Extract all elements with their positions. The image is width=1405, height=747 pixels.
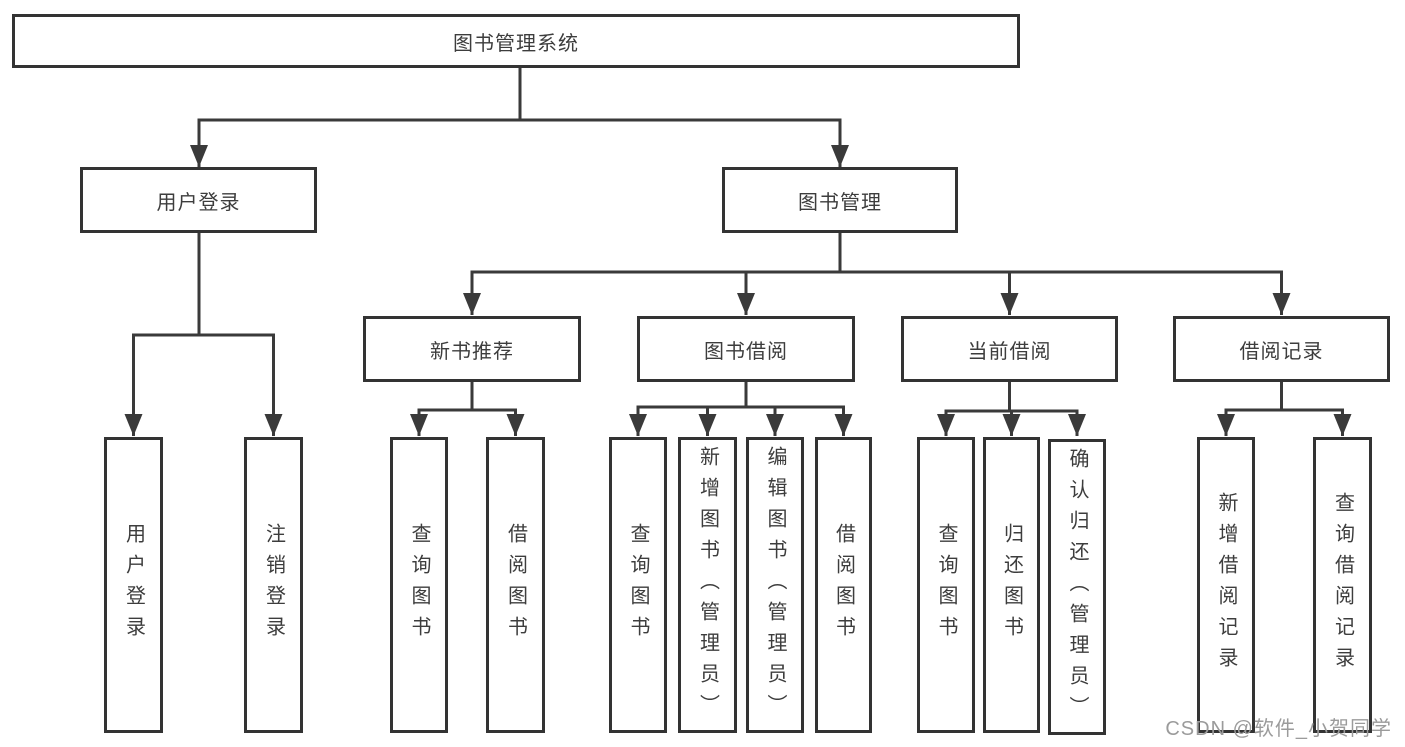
arrowhead [1272, 293, 1291, 315]
leaf-rec-borrow-books-label: 借阅图书 [504, 523, 527, 647]
leaf-rec-query-books-label: 查询图书 [408, 523, 430, 647]
arrowhead [766, 414, 784, 436]
leaf-rec-query-books: 查询图书 [390, 437, 448, 733]
arrowhead [190, 145, 208, 167]
connector-records-split [1224, 408, 1344, 436]
leaf-br-add-record: 新增借阅记录 [1197, 437, 1255, 733]
leaf-br-add-record-label: 新增借阅记录 [1215, 492, 1237, 678]
node-root-label: 图书管理系统 [453, 32, 579, 55]
leaf-bb-add-books-admin: 新增图书（管理员） [678, 437, 737, 733]
leaf-rec-borrow-books: 借阅图书 [486, 437, 545, 733]
node-user-login-branch-label: 用户登录 [156, 191, 241, 214]
node-user-login-branch: 用户登录 [80, 167, 317, 233]
leaf-cb-return-books-label: 归还图书 [1000, 523, 1023, 647]
arrowhead [506, 414, 525, 436]
connector-borrow-split [636, 405, 845, 436]
arrowhead [264, 414, 283, 436]
node-root: 图书管理系统 [12, 14, 1020, 68]
leaf-cb-confirm-return-admin-label: 确认归还（管理员） [1066, 447, 1088, 727]
arrowhead [1333, 414, 1352, 436]
connector-login-split [132, 333, 275, 436]
node-new-book-recommend-label: 新书推荐 [430, 340, 514, 363]
arrowhead [1068, 414, 1086, 436]
arrowhead [937, 414, 955, 436]
leaf-cb-return-books: 归还图书 [983, 437, 1040, 733]
leaf-bb-add-books-admin-label: 新增图书（管理员） [696, 445, 719, 725]
leaf-bb-query-books: 查询图书 [609, 437, 667, 733]
connector-rec-split [417, 408, 517, 436]
arrowhead [410, 414, 428, 436]
leaf-cb-query-books: 查询图书 [917, 437, 975, 733]
leaf-br-query-record-label: 查询借阅记录 [1331, 492, 1354, 678]
connector-mgmt-split [470, 270, 1283, 315]
leaf-bb-edit-books-admin: 编辑图书（管理员） [746, 437, 804, 733]
node-new-book-recommend: 新书推荐 [363, 316, 581, 382]
leaf-logout-label: 注销登录 [262, 523, 285, 647]
leaf-br-query-record: 查询借阅记录 [1313, 437, 1372, 733]
leaf-bb-query-books-label: 查询图书 [627, 523, 649, 647]
arrowhead [737, 293, 755, 315]
arrowhead [1000, 293, 1019, 315]
node-book-borrowing: 图书借阅 [637, 316, 855, 382]
connector-current-split [944, 409, 1079, 436]
arrowhead [463, 293, 481, 315]
arrowhead [1217, 414, 1235, 436]
arrowhead [629, 414, 647, 436]
arrowhead [124, 414, 143, 436]
leaf-bb-edit-books-admin-label: 编辑图书（管理员） [764, 445, 786, 725]
node-book-management-branch: 图书管理 [722, 167, 958, 233]
arrowhead [831, 145, 849, 167]
node-book-management-branch-label: 图书管理 [798, 191, 882, 214]
leaf-cb-confirm-return-admin: 确认归还（管理员） [1048, 439, 1106, 735]
arrowhead [1002, 414, 1021, 436]
node-borrowing-records-label: 借阅记录 [1239, 340, 1324, 363]
node-current-borrowing-label: 当前借阅 [967, 340, 1052, 363]
node-borrowing-records: 借阅记录 [1173, 316, 1390, 382]
leaf-user-login-label: 用户登录 [122, 523, 145, 647]
arrowhead [834, 414, 853, 436]
leaf-logout: 注销登录 [244, 437, 303, 733]
leaf-cb-query-books-label: 查询图书 [935, 523, 957, 647]
node-current-borrowing: 当前借阅 [901, 316, 1118, 382]
node-book-borrowing-label: 图书借阅 [704, 340, 788, 363]
leaf-user-login: 用户登录 [104, 437, 163, 733]
leaf-bb-borrow-books-label: 借阅图书 [832, 523, 855, 647]
leaf-bb-borrow-books: 借阅图书 [815, 437, 872, 733]
arrowhead [698, 414, 717, 436]
connector-root-split [197, 118, 842, 167]
